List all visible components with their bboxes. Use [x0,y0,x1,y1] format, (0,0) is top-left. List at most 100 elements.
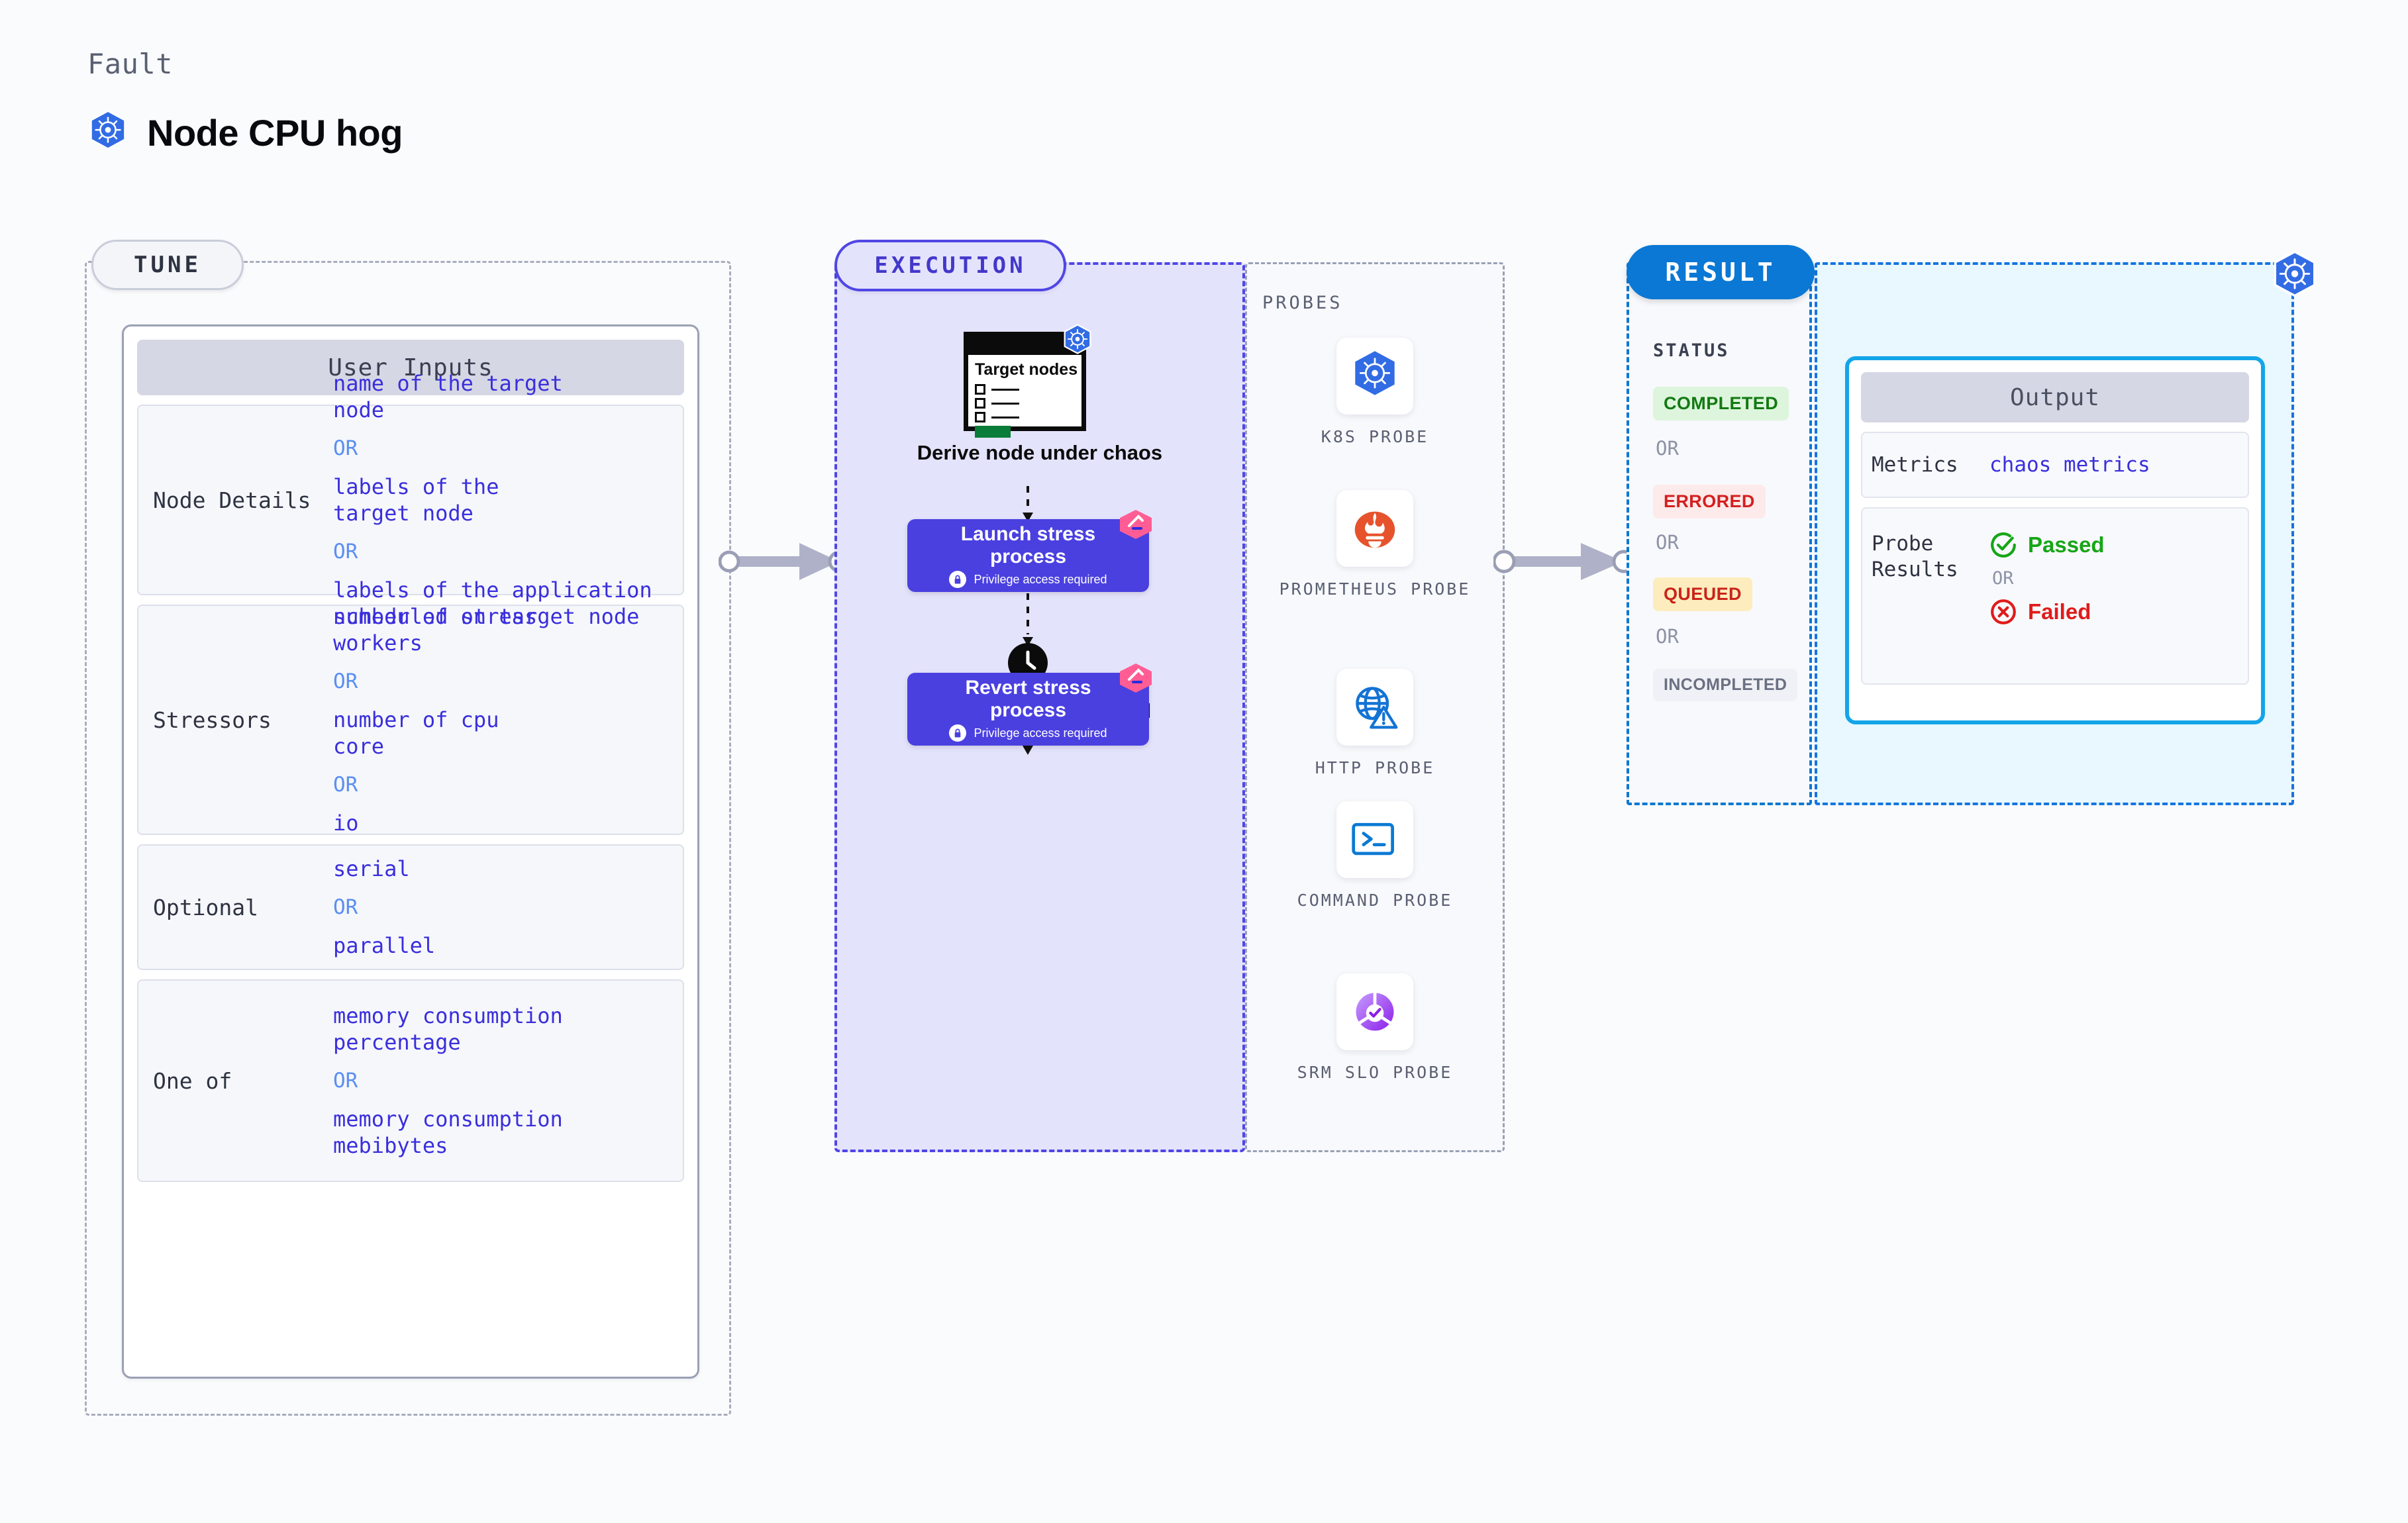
row-label: Probe Results [1872,532,1958,581]
litmus-chaos-badge-icon [1120,663,1152,693]
or-separator: OR [333,436,358,460]
value-item: name of the target node [333,371,563,422]
probe-item-command[interactable]: COMMAND PROBE [1278,801,1472,912]
list-item [975,384,1081,395]
value-item: io [333,811,359,836]
lock-icon [949,724,967,742]
page-title: Node CPU hog [147,111,403,154]
row-label: Stressors [153,707,272,733]
status-badge-completed: COMPLETED [1653,387,1789,420]
or-separator: OR [1656,625,1679,648]
x-circle-icon [1991,599,2016,624]
value-item: memory consumption percentage [333,1003,563,1055]
connector-execution-to-result [1493,543,1636,580]
kubernetes-icon [1064,324,1091,354]
target-nodes-illustration: Target nodes [964,324,1091,438]
status-badge-errored: ERRORED [1653,485,1766,518]
table-row: Stressors number of stress workers OR nu… [137,603,684,836]
probe-label: PROMETHEUS PROBE [1279,579,1471,599]
kubernetes-icon [1355,351,1395,395]
value-item: number of cpu core [333,707,499,759]
row-label: Node Details [153,487,311,513]
check-circle-icon [1991,532,2016,558]
probe-label: K8S PROBE [1321,427,1429,446]
launch-stress-card[interactable]: Launch stress process Privilege access r… [907,510,1152,592]
row-values: number of stress workers OR number of cp… [333,603,672,836]
value-item: memory consumption mebibytes [333,1106,563,1158]
privilege-text: Privilege access required [974,572,1107,586]
table-row: Optional serial OR parallel [137,844,684,970]
probe-item-k8s[interactable]: K8S PROBE [1278,338,1472,448]
placeholder-line [991,402,1019,405]
privilege-note: Privilege access required [949,724,1107,742]
user-inputs-card: User Inputs Node Details name of the tar… [122,324,699,1379]
probe-result-failed: Failed [1989,598,2238,626]
user-inputs-title: User Inputs [137,340,684,395]
probe-item-srm-slo[interactable]: SRM SLO PROBE [1278,973,1472,1084]
row-values: memory consumption percentage OR memory … [333,1003,672,1159]
table-row: One of memory consumption percentage OR … [137,979,684,1182]
target-nodes-list [975,384,1081,423]
status-badge-incompleted: INCOMPLETED [1653,669,1798,701]
checkbox-icon [975,398,985,409]
lock-icon [949,571,967,589]
or-separator: OR [333,773,358,797]
kubernetes-icon [90,111,126,150]
tune-chip[interactable]: TUNE [91,240,244,290]
or-separator: OR [1656,437,1679,460]
probe-item-prometheus[interactable]: PROMETHEUS PROBE [1278,490,1472,601]
value-item: number of stress workers [333,604,538,656]
probe-label: COMMAND PROBE [1297,891,1453,910]
row-label: One of [153,1067,232,1094]
target-nodes-window: Target nodes [964,332,1086,438]
globe-warning-icon [1356,687,1398,729]
table-row: Node Details name of the target node OR … [137,371,684,629]
failed-label: Failed [2028,599,2091,624]
terminal-icon [1352,822,1394,856]
checkbox-icon [975,412,985,423]
step-caption-derive: Derive node under chaos [917,441,1163,464]
output-row-probe-results: Probe Results Passed OR Failed [1861,507,2249,685]
result-chip[interactable]: RESULT [1627,245,1815,299]
metrics-value: chaos metrics [1989,453,2150,477]
result-panel [1627,262,1812,805]
fault-title-row: Node CPU hog [87,110,403,155]
output-title: Output [1861,372,2249,422]
status-title: STATUS [1653,340,1730,361]
kubernetes-icon [2274,250,2316,297]
list-item [975,398,1081,409]
output-card: Output Metrics chaos metrics Probe Resul… [1845,356,2265,724]
revert-stress-card[interactable]: Revert stress process Privilege access r… [907,663,1152,746]
target-nodes-title: Target nodes [975,360,1078,379]
value-item: parallel [333,933,436,958]
or-separator: OR [333,895,358,919]
or-separator: OR [1656,531,1679,554]
placeholder-line [991,416,1019,418]
probe-item-http[interactable]: HTTP PROBE [1278,669,1472,779]
card-title: Launch stress process [960,522,1096,567]
probe-tile [1336,490,1413,567]
probes-title: PROBES [1262,293,1343,313]
placeholder-line [991,388,1019,391]
value-item: serial [333,856,410,881]
probe-result-values: Passed OR Failed [1989,531,2238,626]
card-title: Revert stress process [965,676,1091,721]
value-item: labels of the application scheduled on t… [333,577,652,629]
row-values: name of the target node OR labels of the… [333,370,672,630]
privilege-note: Privilege access required [949,571,1107,589]
status-badge-queued: QUEUED [1653,577,1752,611]
probe-label: SRM SLO PROBE [1297,1063,1453,1082]
probe-tile [1336,669,1413,746]
srm-slo-icon [1356,993,1394,1031]
prometheus-icon [1354,511,1395,548]
litmus-chaos-badge-icon [1120,510,1152,539]
privilege-text: Privilege access required [974,726,1107,740]
fault-eyebrow: Fault [87,48,173,80]
execution-chip[interactable]: EXECUTION [834,240,1066,291]
connector-tune-to-execution [719,543,850,580]
row-label: Metrics [1872,452,1958,477]
output-row-metrics: Metrics chaos metrics [1861,432,2249,498]
value-item: labels of the target node [333,474,499,526]
row-values: serial OR parallel [333,856,672,959]
